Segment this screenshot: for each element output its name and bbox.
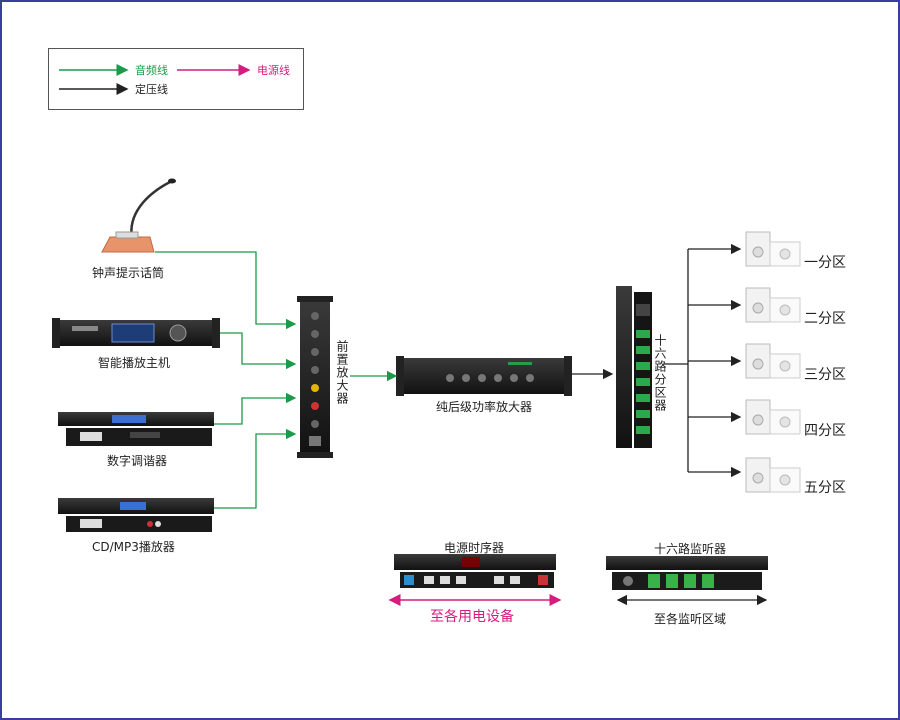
- media-player-rack-icon: [52, 318, 220, 348]
- power-amp-label: 纯后级功率放大器: [436, 400, 533, 414]
- wall-speaker-icon: [745, 231, 801, 267]
- preamp-label: 前置放大器: [335, 340, 349, 405]
- power-sequencer-icon: [394, 554, 556, 588]
- legend: 音频线 电源线 定压线: [48, 48, 304, 110]
- audio-line-player: [220, 332, 297, 370]
- monitor-rack-icon: [606, 556, 768, 590]
- monitor-label: 十六路监听器: [654, 542, 727, 556]
- preamplifier-rack-icon: [297, 296, 333, 458]
- zone-divider-label: 十六路分区器: [653, 334, 667, 412]
- sequencer-caption: 至各用电设备: [430, 609, 514, 625]
- power-amplifier-icon: [396, 356, 572, 396]
- zone-1-label: 一分区: [804, 255, 846, 271]
- wall-speaker-icon: [745, 287, 801, 323]
- legend-audio-label: 音频线: [135, 64, 168, 77]
- player-label: 智能播放主机: [98, 356, 171, 370]
- cd-player-rack-icon: [58, 498, 214, 532]
- wall-speaker-icon: [745, 343, 801, 379]
- legend-lines: [59, 64, 251, 95]
- gooseneck-microphone-icon: [101, 178, 176, 253]
- audio-line-cd: [214, 428, 297, 509]
- zone-5-label: 五分区: [804, 480, 846, 496]
- zone-3-label: 三分区: [804, 367, 846, 383]
- cd-player-label: CD/MP3播放器: [92, 540, 175, 554]
- tuner-label: 数字调谐器: [107, 454, 168, 468]
- legend-power-label: 电源线: [257, 64, 290, 77]
- tuner-rack-icon: [58, 412, 214, 446]
- zone-4-label: 四分区: [804, 423, 846, 439]
- audio-connections: [155, 251, 398, 509]
- mic-label: 钟声提示话筒: [92, 266, 165, 280]
- wall-speaker-icon: [745, 399, 801, 435]
- zone-2-label: 二分区: [804, 311, 846, 327]
- legend-cv-label: 定压线: [135, 83, 168, 96]
- monitor-caption: 至各监听区域: [654, 612, 727, 626]
- audio-line-tuner: [214, 392, 297, 425]
- sequencer-label: 电源时序器: [444, 541, 505, 555]
- audio-line-mic: [155, 251, 297, 330]
- wall-speaker-icon: [745, 457, 801, 493]
- cv-connections: [572, 243, 768, 606]
- zone-divider-rack-icon: [616, 286, 652, 448]
